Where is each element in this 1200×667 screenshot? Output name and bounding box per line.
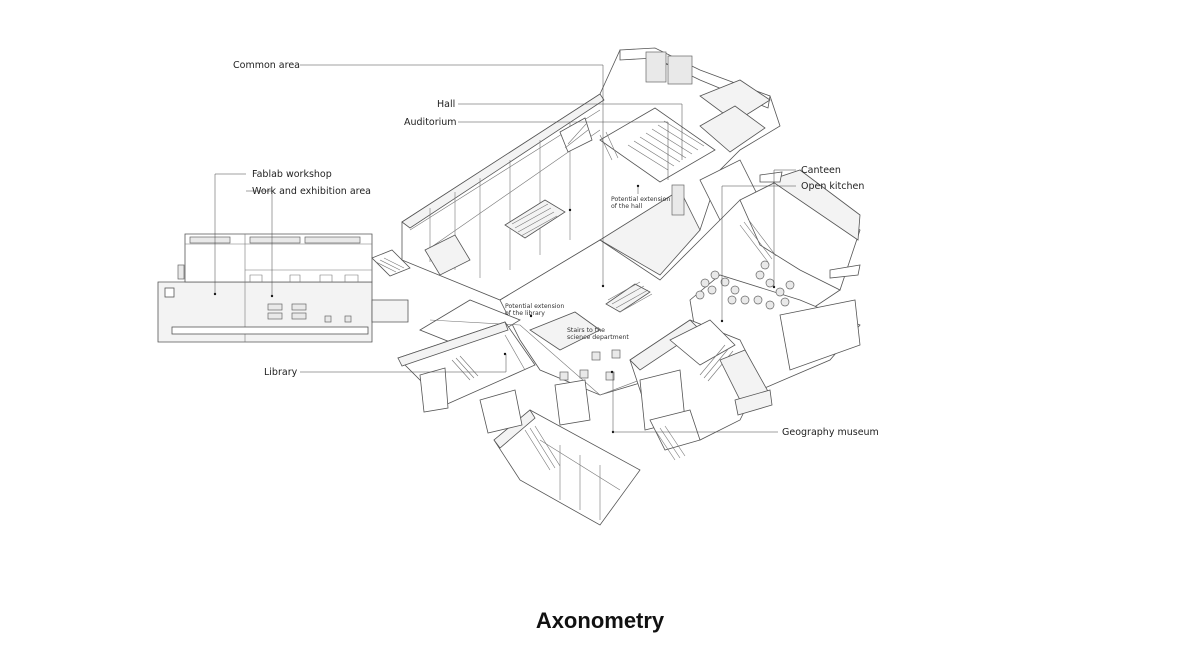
- note-library-extension-2: of the library: [505, 310, 545, 317]
- label-library: Library: [264, 367, 298, 378]
- label-auditorium: Auditorium: [404, 117, 457, 128]
- museum-wing: [629, 299, 861, 461]
- label-canteen: Canteen: [801, 165, 841, 176]
- target-dots: [503, 184, 776, 434]
- note-library-extension-1: Potential extension: [505, 303, 564, 310]
- note-stairs-2: science department: [567, 334, 629, 341]
- note-hall-extension-1: Potential extension: [611, 196, 670, 203]
- label-open-kitchen: Open kitchen: [801, 181, 864, 192]
- note-stairs-1: Stairs to the: [567, 327, 605, 334]
- note-hall-extension-2: of the hall: [611, 203, 642, 210]
- label-geography-museum: Geography museum: [782, 427, 879, 438]
- label-work-exhibition: Work and exhibition area: [252, 186, 371, 197]
- labels: Common area Hall Auditorium Fablab works…: [233, 60, 879, 438]
- fablab-building: [157, 233, 411, 343]
- central-court: [419, 199, 841, 396]
- label-fablab-workshop: Fablab workshop: [252, 169, 332, 180]
- leader-lines: [214, 64, 796, 433]
- library-wing: [397, 321, 536, 413]
- north-wing: [401, 47, 781, 301]
- drawing-title: Axonometry: [536, 608, 665, 633]
- south-block: [479, 379, 641, 526]
- label-hall: Hall: [437, 99, 455, 110]
- label-common-area: Common area: [233, 60, 300, 71]
